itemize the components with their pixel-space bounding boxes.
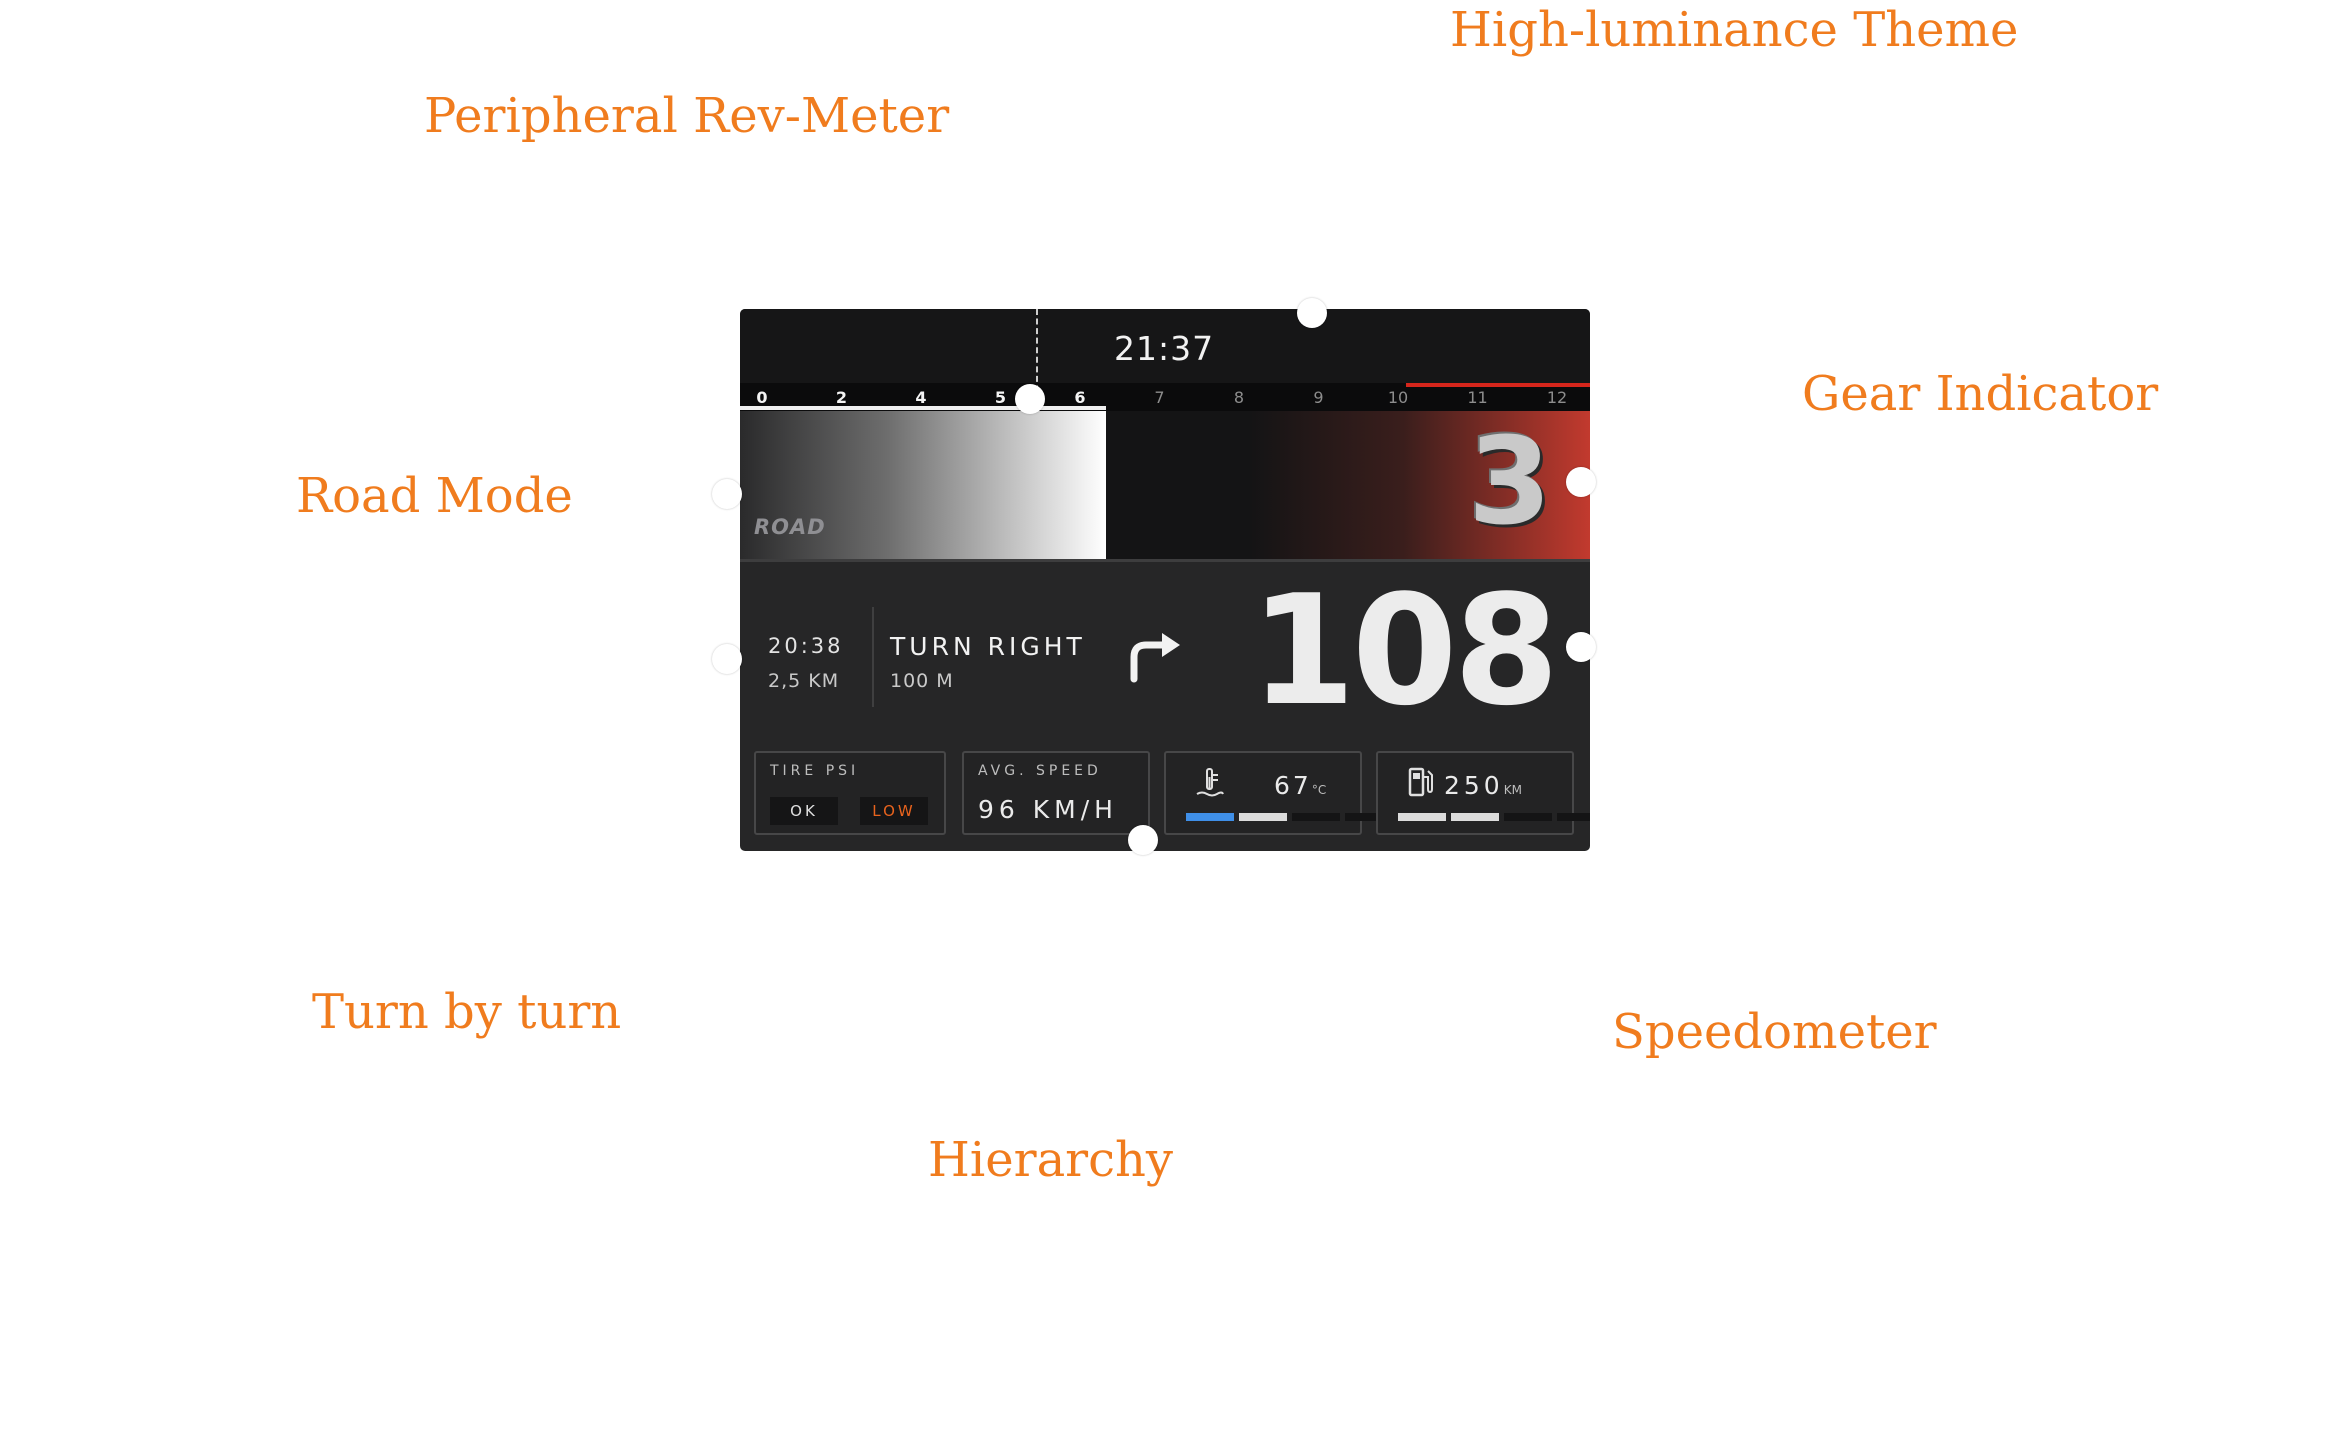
hotspot-dot[interactable] (1566, 467, 1596, 497)
rev-tick-6: 6 (1074, 388, 1086, 407)
thermometer-icon (1196, 768, 1224, 797)
nav-instruction: TURN RIGHT (890, 632, 1086, 661)
hotspot-dot[interactable] (712, 479, 742, 509)
callout-turn-by-turn: Turn by turn (312, 984, 622, 1040)
rev-tick-2: 2 (835, 388, 848, 407)
fuel-range-panel: 250KM (1376, 751, 1590, 835)
rev-fill-bar (740, 411, 1106, 559)
callout-gear-indicator: Gear Indicator (1802, 366, 2159, 422)
fuel-range-unit: KM (1503, 783, 1522, 797)
rev-fill-area: ROAD 3 (740, 411, 1590, 559)
callout-road-mode: Road Mode (296, 468, 573, 524)
nav-remaining-distance: 2,5 KM (768, 670, 840, 692)
tire-psi-panel: TIRE PSI OK LOW (754, 751, 946, 835)
speedometer-value: 108 (1250, 562, 1559, 739)
rev-lit-underline (740, 406, 1106, 410)
tire-rear-status: LOW (860, 797, 928, 825)
tire-front-status: OK (770, 797, 838, 825)
nav-eta: 20:38 (768, 634, 844, 658)
hotspot-dot[interactable] (1297, 298, 1327, 328)
level-segment (1557, 813, 1590, 821)
fuel-pump-icon (1408, 767, 1433, 797)
top-bar: 21:37 (740, 309, 1590, 383)
nav-divider (872, 607, 874, 707)
engine-temp-level-bar (1186, 813, 1393, 821)
fuel-range-value: 250KM (1444, 771, 1522, 800)
gear-indicator: 3 (1468, 413, 1552, 552)
level-segment (1504, 813, 1552, 821)
avg-speed-panel: AVG. SPEED 96 KM/H (962, 751, 1150, 835)
callout-rev-meter: Peripheral Rev-Meter (424, 88, 950, 144)
redline-marker (1406, 383, 1590, 387)
divider (740, 559, 1590, 562)
hotspot-dot[interactable] (712, 644, 742, 674)
rev-tick-5: 5 (994, 388, 1007, 407)
rev-tick-9: 9 (1313, 388, 1324, 407)
level-segment (1186, 813, 1234, 821)
level-segment (1451, 813, 1499, 821)
turn-right-arrow-icon (1130, 633, 1180, 683)
callout-high-luminance-theme: High-luminance Theme (1450, 2, 2019, 58)
rev-meter: 0 2 4 5 6 7 8 9 10 11 12 (740, 383, 1590, 411)
rev-needle-line (1036, 309, 1038, 401)
tire-psi-label: TIRE PSI (770, 763, 860, 779)
rev-tick-10: 10 (1387, 388, 1409, 407)
level-segment (1239, 813, 1287, 821)
hotspot-dot[interactable] (1128, 825, 1158, 855)
level-segment (1345, 813, 1393, 821)
avg-speed-value: 96 KM/H (978, 795, 1118, 824)
avg-speed-label: AVG. SPEED (978, 763, 1102, 779)
engine-temp-value: 67°C (1274, 771, 1327, 800)
rev-tick-8: 8 (1233, 388, 1245, 407)
hotspot-dot[interactable] (1566, 632, 1596, 662)
rev-needle-dot[interactable] (1015, 384, 1045, 414)
rev-tick-11: 11 (1467, 388, 1488, 407)
callout-hierarchy: Hierarchy (928, 1132, 1174, 1188)
callout-speedometer: Speedometer (1612, 1004, 1937, 1060)
rev-tick-7: 7 (1154, 388, 1165, 407)
level-segment (1398, 813, 1446, 821)
engine-temp-unit: °C (1311, 783, 1327, 797)
rev-tick-12: 12 (1546, 388, 1568, 407)
fuel-level-bar (1398, 813, 1590, 821)
nav-instruction-distance: 100 M (890, 670, 954, 692)
level-segment (1292, 813, 1340, 821)
rev-tick-0: 0 (756, 388, 768, 407)
clock: 21:37 (1114, 329, 1215, 368)
engine-temp-panel: 67°C (1164, 751, 1393, 835)
instrument-cluster: 21:37 0 2 4 5 6 7 8 9 10 11 12 ROAD 3 20:38 2,5 KM… (740, 309, 1590, 851)
road-mode-label: ROAD (754, 515, 826, 539)
rev-tick-4: 4 (915, 388, 927, 407)
